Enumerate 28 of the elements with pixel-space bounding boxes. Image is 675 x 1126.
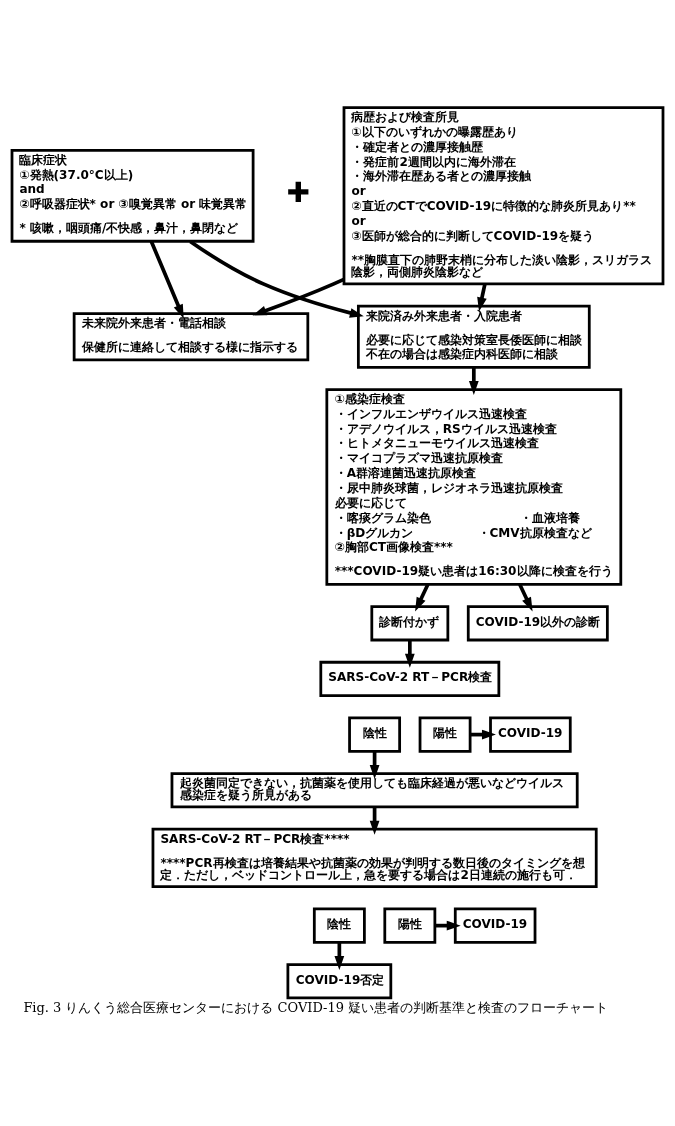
node-box: 来院済み外来患者・入院患者 必要に応じて感染対策室長倭医師に相談 不在の場合は感染症内科医師に相談 [357, 304, 591, 369]
arrow [404, 639, 415, 668]
node-box: 陽性 [383, 907, 437, 944]
arrow [334, 941, 345, 970]
node-box: COVID-19否定 [286, 962, 393, 999]
arrow [189, 239, 364, 318]
node-box: SARS-CoV-2 RT－PCR検査 [319, 660, 501, 697]
label: ✚ [286, 175, 310, 209]
arrow [477, 283, 487, 311]
node-box: COVID-19 [489, 716, 572, 753]
node-box: 臨床症状 ①発熱(37.0°C以上) and ②呼吸器症状* or ③嗅覚異常 or 味覚異常 * 咳嗽，咽頭痛/不快感，鼻汁，鼻閉など [10, 148, 255, 243]
arrow [518, 583, 533, 611]
node-box: 起炎菌同定できない，抗菌薬を使用しても臨床経過が悪いなどウイルス感染症を疑う所見がある [170, 771, 579, 808]
arrow [252, 277, 345, 315]
node-box: ①感染症検査 ・インフルエンザウイルス迅速検査 ・アデノウイルス，RSウイルス迅速検査 ・ヒトメタニューモウイルス迅速検査 ・マイコプラズマ迅速抗原検査 ・A群溶連菌迅速抗原検査 ・尿中肺炎球菌，レジオネラ迅速抗原検査 必要に応じて ・喀痰グラム染色 ・血液培養 ・βDグルカン ・CMV抗原検査など ②胸部CT画像検査*** ***COVID-19疑い患者は16:30以降に検査を行う [325, 387, 623, 586]
arrow [149, 240, 184, 319]
node-box: 診断付かず [370, 604, 450, 641]
node-box: 病歴および検査所見 ①以下のいずれかの曝露歴あり ・確定者との濃厚接触歴 ・発症前2週間以内に海外滞在 ・海外滞在歴ある者との濃厚接触 or ②直近のCTでCOVID-19に特徴的な肺炎所見あり** or ③医師が総合的に判断してCOVID-19を疑う **胸膜直下の肺野末梢に分布した淡い陰影，スリガラス陰影，両側肺炎陰影など [342, 105, 665, 285]
arrow [468, 367, 479, 395]
caption: Fig. 3 りんくう総合医療センターにおける COVID-19 疑い患者の判断基準と検査のフローチャート [23, 999, 609, 1015]
arrow [415, 583, 430, 611]
node-box: SARS-CoV-2 RT－PCR検査**** ****PCR再検査は培養結果や抗菌薬の効果が判明する数日後のタイミングを想定．ただし，ベッドコントロール上，急を要する場合は2日連続の施行も可． [151, 827, 598, 888]
node-box: 陰性 [312, 907, 366, 944]
node-box: 未来院外来患者・電話相談 保健所に連絡して相談する様に指示する [72, 311, 310, 361]
node-box: 陰性 [348, 716, 401, 753]
node-box: COVID-19 [453, 907, 537, 944]
node-box: COVID-19以外の診断 [466, 604, 609, 641]
node-box: 陽性 [418, 716, 472, 753]
